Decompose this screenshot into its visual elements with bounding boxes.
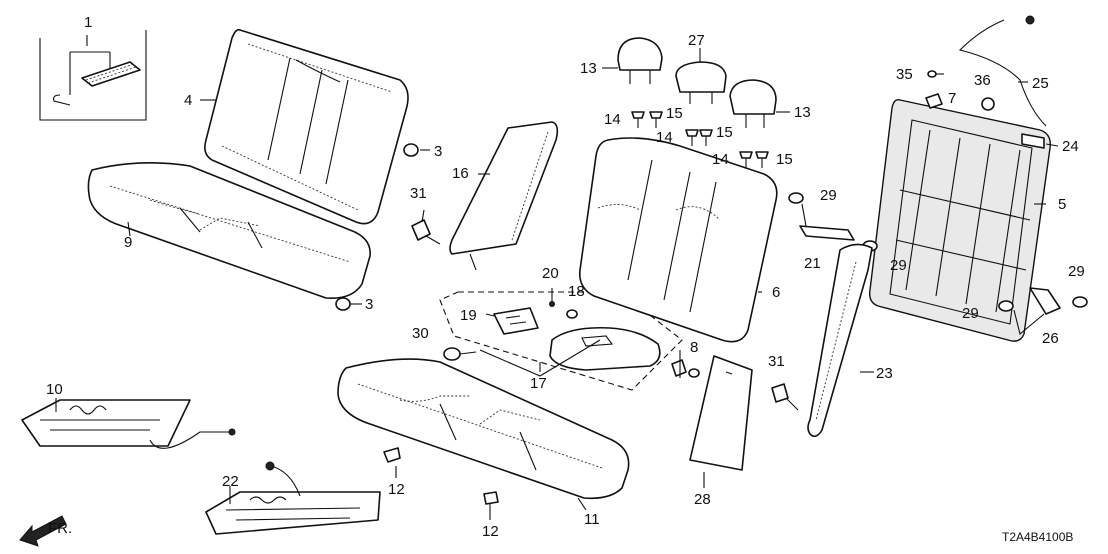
part-14-guide-row-1 (631, 111, 645, 128)
part-3-ring-lower (335, 297, 351, 311)
part-16-side-bolster (449, 121, 559, 271)
part-35-bolt (927, 70, 937, 78)
callout-25: 25 (1032, 75, 1049, 92)
part-5-seatback-frame (868, 98, 1051, 342)
part-6-seatback-pad (578, 137, 778, 343)
callout-4: 4 (184, 92, 192, 109)
callout-26: 26 (1042, 330, 1059, 347)
front-direction-arrow-icon (19, 515, 67, 547)
callout-3: 3 (365, 296, 373, 313)
part-10-seat-heater (21, 399, 236, 449)
part-36-nut (981, 97, 995, 111)
part-19-cupholder (493, 307, 539, 335)
callout-35: 35 (896, 66, 913, 83)
part-15-guide-row-2 (699, 129, 713, 146)
part-15-guide-row-3 (755, 151, 769, 168)
callout-7: 7 (948, 90, 956, 107)
part-13-headrest-right (729, 79, 777, 128)
part-8-nut (688, 368, 700, 378)
callout-12: 12 (482, 523, 499, 540)
part-14-guide-row-2 (685, 129, 699, 146)
callout-6: 6 (772, 284, 780, 301)
callout-12: 12 (388, 481, 405, 498)
callout-15: 15 (776, 151, 793, 168)
part-30-bolt (443, 347, 477, 361)
callout-8: 8 (690, 339, 698, 356)
callout-labels: 1 3 3 4 5 6 7 8 9 10 11 12 12 13 13 14 1… (46, 14, 1085, 540)
part-27-headrest-center (675, 61, 727, 104)
callout-15: 15 (666, 105, 683, 122)
callout-15: 15 (716, 124, 733, 141)
part-28-trim-panel (689, 355, 753, 471)
part-31-clip-lower (771, 383, 799, 411)
callout-5: 5 (1058, 196, 1066, 213)
callout-29: 29 (1068, 263, 1085, 280)
callout-16: 16 (452, 165, 469, 182)
part-25-harness (958, 15, 1047, 127)
callout-36: 36 (974, 72, 991, 89)
callout-20: 20 (542, 265, 559, 282)
part-11-seat-cushion (337, 358, 630, 500)
part-14-guide-row-3 (739, 151, 753, 168)
part-4-seatback-cover (204, 28, 409, 225)
part-2-clip (671, 359, 687, 377)
callout-30: 30 (412, 325, 429, 342)
part-22-seat-heater (205, 461, 381, 535)
part-18-nut (566, 309, 578, 319)
callout-14: 14 (656, 129, 673, 146)
diagram-code: T2A4B4100B (1002, 530, 1073, 544)
part-23-side-bolster (807, 243, 873, 438)
part-26-bracket (1013, 287, 1061, 335)
callout-27: 27 (688, 32, 705, 49)
callout-17: 17 (530, 375, 547, 392)
part-29-bolt-4 (1072, 296, 1088, 308)
part-9-cushion-cover (87, 162, 371, 300)
part-24-connector (1021, 133, 1045, 149)
callout-3: 3 (434, 143, 442, 160)
part-31-clip-upper (411, 219, 441, 245)
callout-22: 22 (222, 473, 239, 490)
callout-13: 13 (794, 104, 811, 121)
callout-10: 10 (46, 381, 63, 398)
callout-9: 9 (124, 234, 132, 251)
callout-13: 13 (580, 60, 597, 77)
part-3-ring-upper (403, 143, 419, 157)
callout-28: 28 (694, 491, 711, 508)
part-12-clip-lower (483, 491, 499, 505)
part-1-clip-kit (39, 30, 147, 121)
callout-14: 14 (712, 151, 729, 168)
direction-label: FR. (48, 520, 72, 537)
callout-31: 31 (768, 353, 785, 370)
part-15-guide-row-1 (649, 111, 663, 128)
part-13-headrest-left (617, 37, 663, 84)
callout-29: 29 (962, 305, 979, 322)
callout-29: 29 (820, 187, 837, 204)
leader-lines (55, 48, 1059, 520)
callout-19: 19 (460, 307, 477, 324)
part-20-pin (549, 288, 555, 307)
callout-11: 11 (584, 511, 600, 528)
part-7-bracket (925, 93, 943, 109)
callout-18: 18 (568, 283, 585, 300)
part-29-bolt-1 (788, 192, 804, 204)
part-17-armrest (549, 326, 661, 371)
callout-31: 31 (410, 185, 427, 202)
part-29-bolt-3 (998, 300, 1014, 312)
callout-29: 29 (890, 257, 907, 274)
callout-24: 24 (1062, 138, 1079, 155)
callout-23: 23 (876, 365, 893, 382)
callout-21: 21 (804, 255, 821, 272)
part-12-clip-upper (383, 447, 401, 463)
callout-14: 14 (604, 111, 621, 128)
part-21-bracket (799, 203, 855, 241)
callout-1: 1 (84, 14, 92, 31)
